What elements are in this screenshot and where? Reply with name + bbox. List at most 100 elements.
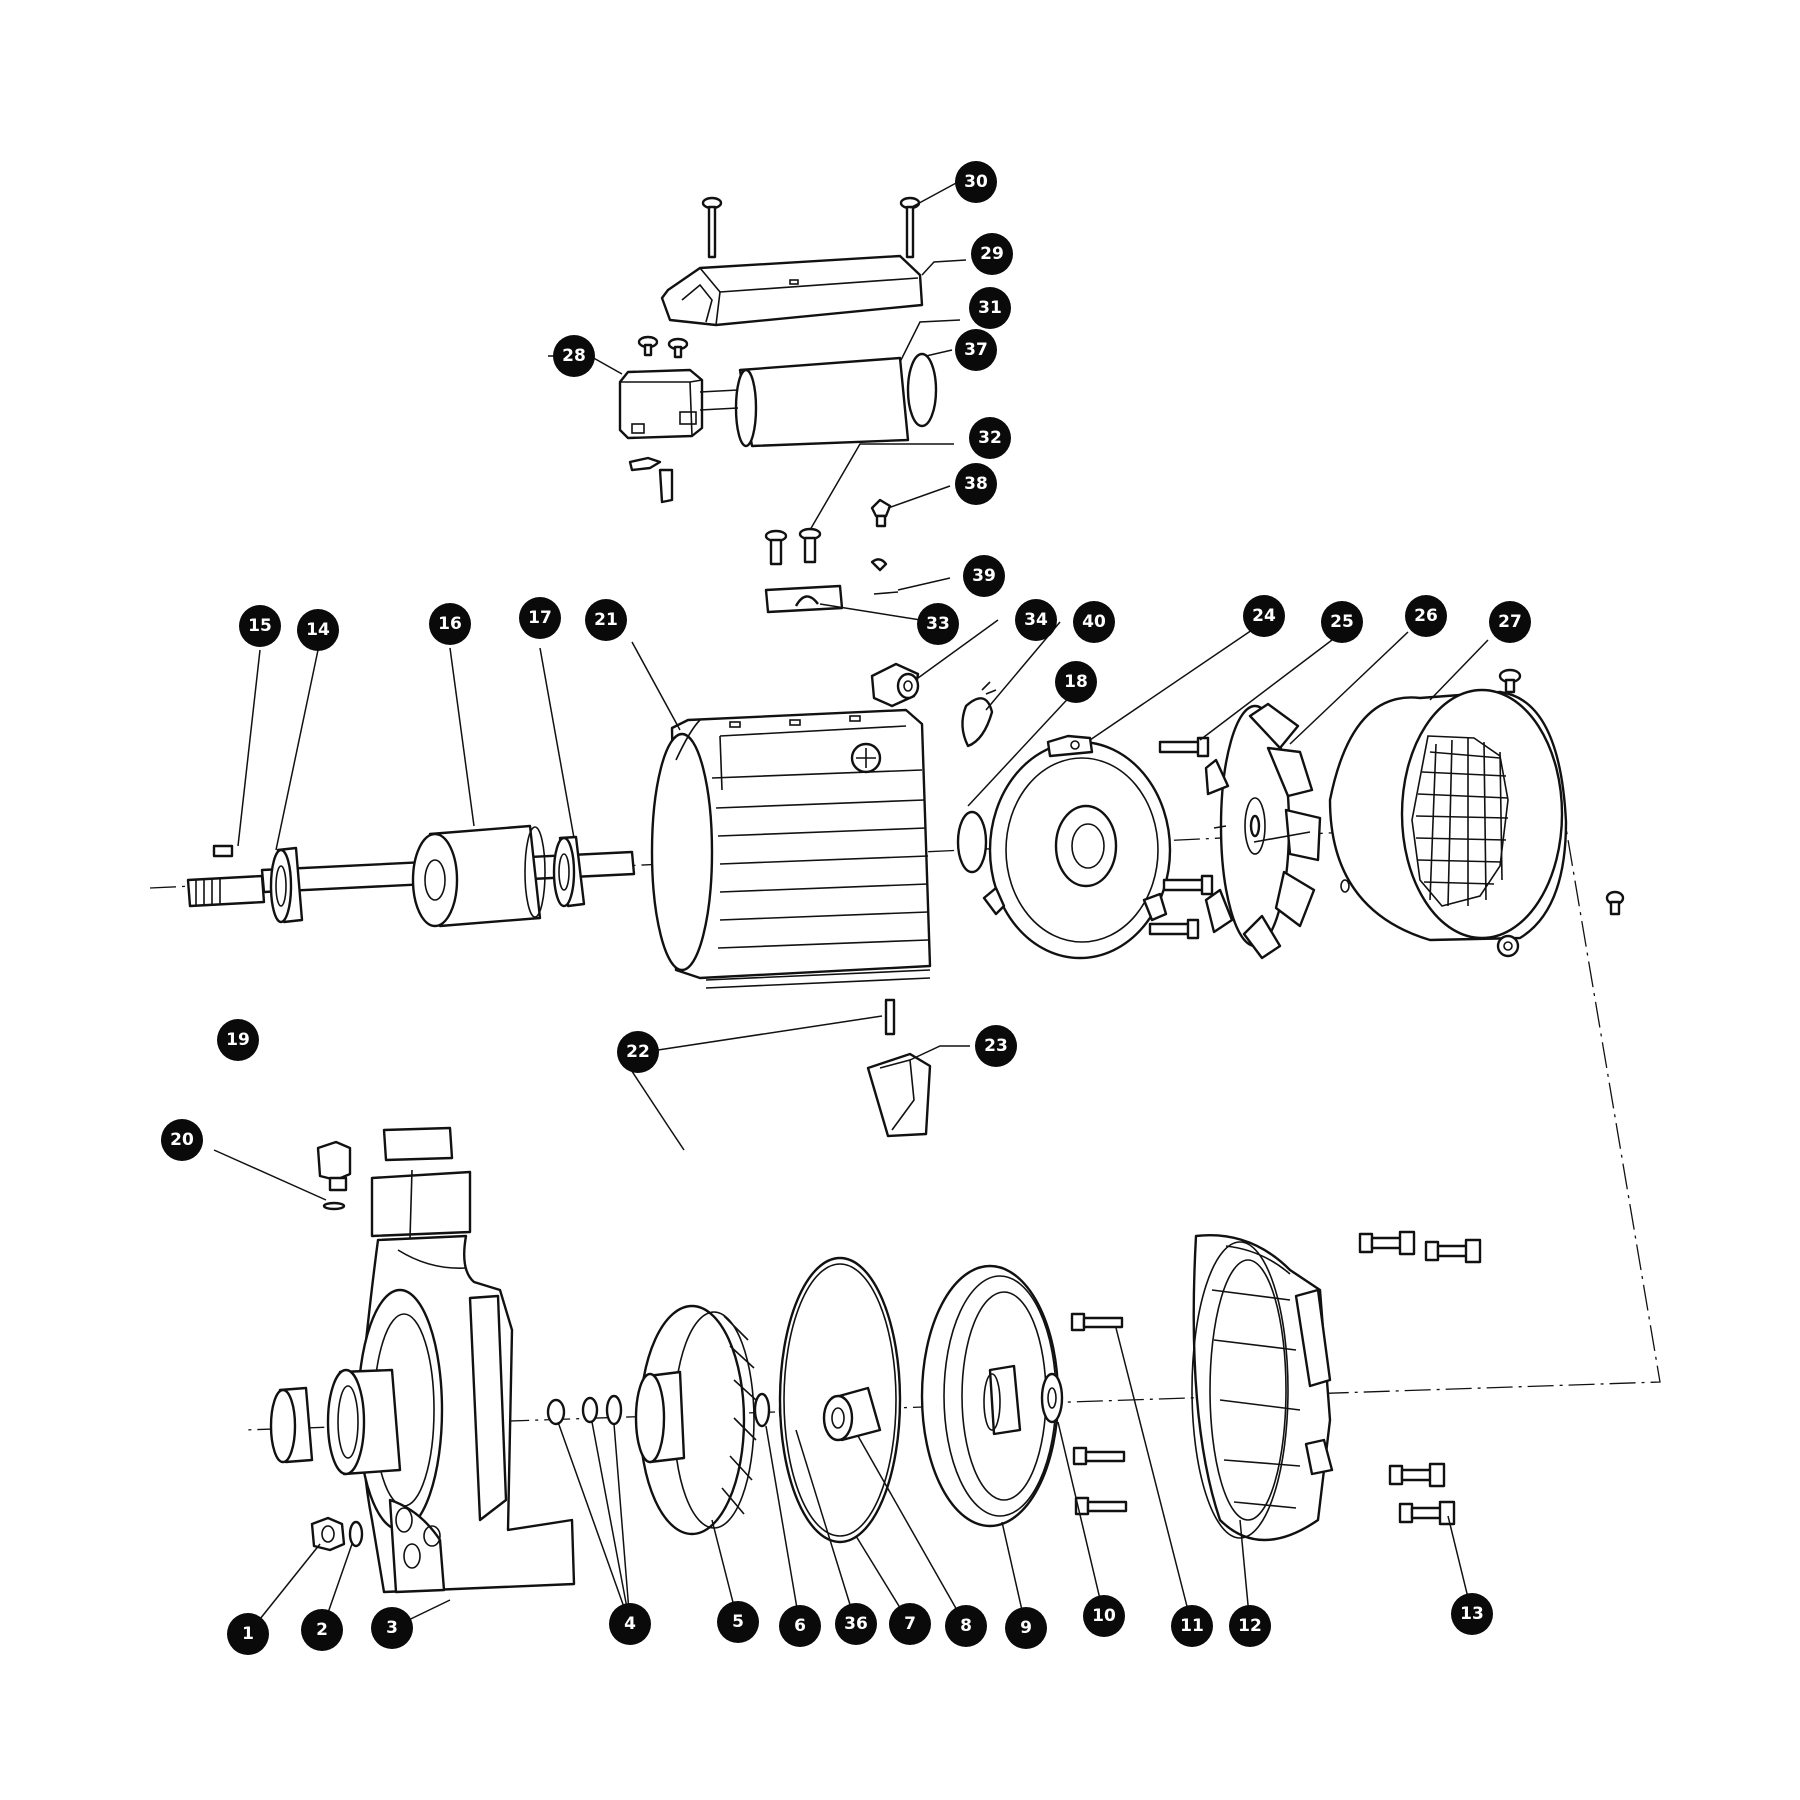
svg-text:5: 5 — [732, 1612, 744, 1632]
drain-plug-washer — [348, 1520, 364, 1548]
callout-33: 33 — [917, 603, 959, 645]
callout-10: 10 — [1083, 1595, 1125, 1637]
svg-text:37: 37 — [964, 340, 988, 360]
end-shield-bolt-middle — [1162, 874, 1214, 896]
callout-11: 11 — [1171, 1605, 1213, 1647]
cable-clamp — [764, 584, 844, 614]
fan-cover-grille — [1411, 735, 1509, 907]
cable-clip — [961, 681, 997, 748]
inlet-adapter — [269, 1386, 314, 1464]
seal-washer — [1040, 1372, 1064, 1424]
callout-29: 29 — [971, 233, 1013, 275]
casing-bolt-2 — [1072, 1446, 1126, 1466]
callout-7: 7 — [889, 1603, 931, 1645]
fan-cover-screw-top — [1498, 668, 1522, 694]
callout-15: 15 — [239, 605, 281, 647]
svg-text:32: 32 — [978, 428, 1002, 448]
terminal-box-cover — [660, 254, 924, 327]
callout-32: 32 — [969, 417, 1011, 459]
svg-text:36: 36 — [844, 1614, 868, 1634]
pump-group — [269, 1126, 1482, 1594]
callout-4: 4 — [609, 1603, 651, 1645]
pump-casing — [326, 1126, 576, 1594]
ground-wire — [873, 591, 899, 595]
callout-13: 13 — [1451, 1593, 1493, 1635]
svg-text:6: 6 — [794, 1616, 806, 1636]
svg-text:8: 8 — [960, 1616, 972, 1636]
callout-34: 34 — [1015, 599, 1057, 641]
callout-9: 9 — [1005, 1607, 1047, 1649]
callout-30: 30 — [955, 161, 997, 203]
svg-text:11: 11 — [1180, 1616, 1204, 1636]
callout-23: 23 — [975, 1025, 1017, 1067]
callout-16: 16 — [429, 603, 471, 645]
svg-text:23: 23 — [984, 1036, 1008, 1056]
ground-screw — [870, 498, 892, 528]
callout-19: 19 — [217, 1019, 259, 1061]
svg-text:2: 2 — [316, 1620, 328, 1640]
bracket-bolt-4 — [1398, 1500, 1456, 1526]
callout-22: 22 — [617, 1031, 659, 1073]
svg-text:34: 34 — [1024, 610, 1048, 630]
callout-26: 26 — [1405, 595, 1447, 637]
svg-text:14: 14 — [306, 620, 330, 640]
svg-text:27: 27 — [1498, 612, 1522, 632]
capacitor-clamp-ring — [906, 352, 938, 428]
cooling-fan — [1204, 702, 1322, 960]
seal-washers — [546, 1394, 623, 1426]
priming-plug — [316, 1140, 352, 1192]
svg-text:39: 39 — [972, 566, 996, 586]
ground-clip — [870, 558, 888, 572]
front-bearing — [269, 846, 304, 924]
callout-31: 31 — [969, 287, 1011, 329]
svg-text:28: 28 — [562, 346, 586, 366]
bracket-bolt-1 — [1358, 1230, 1416, 1256]
svg-text:19: 19 — [226, 1030, 250, 1050]
motor-group — [186, 662, 1625, 1138]
callout-5: 5 — [717, 1601, 759, 1643]
mechanical-seal — [822, 1386, 882, 1442]
svg-text:29: 29 — [980, 244, 1004, 264]
svg-text:16: 16 — [438, 614, 462, 634]
terminal-box-group — [618, 196, 938, 614]
svg-text:40: 40 — [1082, 612, 1106, 632]
casing-bolt-3 — [1074, 1496, 1128, 1516]
rear-bearing — [552, 835, 586, 908]
fan-cover — [1328, 668, 1625, 958]
svg-text:33: 33 — [926, 614, 950, 634]
callout-6: 6 — [779, 1605, 821, 1647]
callout-36: 36 — [835, 1603, 877, 1645]
callout-38: 38 — [955, 463, 997, 505]
callout-12: 12 — [1229, 1605, 1271, 1647]
svg-text:10: 10 — [1092, 1606, 1116, 1626]
rotor-core — [411, 824, 546, 928]
rear-end-shield — [982, 734, 1172, 960]
callout-1: 1 — [227, 1613, 269, 1655]
leader-lines — [213, 181, 1489, 1635]
callout-40: 40 — [1073, 601, 1115, 643]
callout-8: 8 — [945, 1605, 987, 1647]
svg-text:13: 13 — [1460, 1604, 1484, 1624]
pump-bracket — [1191, 1234, 1334, 1542]
motor-support-foot — [866, 1052, 932, 1138]
svg-text:17: 17 — [528, 608, 552, 628]
impeller-nut — [753, 1392, 771, 1428]
callout-14: 14 — [297, 609, 339, 651]
impeller — [634, 1304, 757, 1536]
bearing-o-ring — [956, 810, 988, 874]
shaft-key — [212, 844, 234, 858]
cover-screw-left — [701, 196, 723, 259]
svg-text:22: 22 — [626, 1042, 650, 1062]
svg-text:15: 15 — [248, 616, 272, 636]
callout-27: 27 — [1489, 601, 1531, 643]
svg-text:18: 18 — [1064, 672, 1088, 692]
clamp-screws — [764, 527, 822, 566]
svg-text:9: 9 — [1020, 1618, 1032, 1638]
fan-cover-screw-bottom — [1496, 934, 1520, 958]
callout-2: 2 — [301, 1609, 343, 1651]
callout-3: 3 — [371, 1607, 413, 1649]
svg-text:20: 20 — [170, 1130, 194, 1150]
svg-text:25: 25 — [1330, 612, 1354, 632]
